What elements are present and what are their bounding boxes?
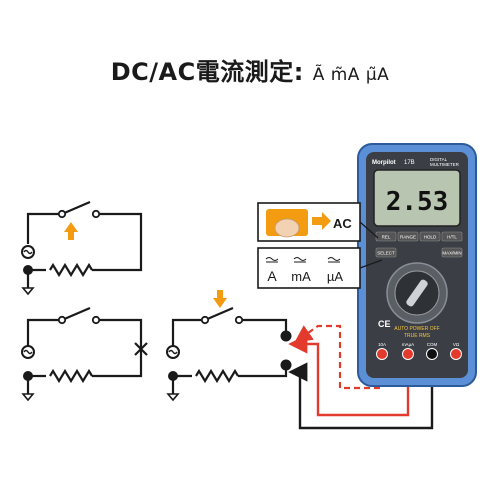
circuit-3-probe-point-bottom xyxy=(280,359,292,371)
circuit-2-wire-left xyxy=(26,318,62,346)
port-vohm-label: VΩ xyxy=(453,342,460,347)
circuit-1-ground-icon xyxy=(21,287,35,296)
circuit-1-switch-node-b xyxy=(91,209,101,219)
black-lead xyxy=(288,350,434,430)
circuit-2-switch-node-b xyxy=(91,315,101,325)
port-10a[interactable] xyxy=(376,348,388,360)
circuit-1-wire-right xyxy=(92,212,143,272)
port-vohm[interactable] xyxy=(450,348,462,360)
circuit-1-resistor xyxy=(49,262,93,278)
multimeter: Morpilot 17B DIGITAL MULTIMETER 2.53 REL… xyxy=(357,143,477,387)
circuit-3 xyxy=(171,306,288,394)
circuit-3-probe-point-top xyxy=(280,330,292,342)
circuit-1-switch-node-a xyxy=(57,209,67,219)
meter-model: 17B xyxy=(404,160,415,166)
finger-press-icon xyxy=(274,218,300,238)
meter-btn-select[interactable] xyxy=(375,247,397,258)
unit-ma-ac-wave xyxy=(293,257,307,261)
circuit-3-resistor xyxy=(195,368,239,384)
diagram-title: DC/AC電流測定: Ã m̃A µ̃A xyxy=(0,52,500,87)
callout-unit-ma: mA xyxy=(291,269,311,284)
circuit-3-wire-bottom-right xyxy=(238,366,288,378)
port-maua[interactable] xyxy=(402,348,414,360)
meter-rotary-pointer xyxy=(406,279,428,307)
meter-brand: Morpilot xyxy=(372,160,396,166)
port-com[interactable] xyxy=(426,348,438,360)
circuit-3-wire-top-right xyxy=(241,318,288,334)
callout-units: A mA µA xyxy=(257,247,383,289)
circuit-2-resistor xyxy=(49,368,93,384)
circuit-3-node xyxy=(168,371,178,381)
port-maua-label: mAµA xyxy=(402,342,414,347)
circuit-3-ground-icon xyxy=(166,393,180,402)
circuit-3-switch-node-a xyxy=(200,315,210,325)
circuit-1-up-arrow-icon xyxy=(64,222,78,240)
circuit-2-ground-icon xyxy=(21,393,35,402)
circuit-1-wire-left xyxy=(26,212,62,244)
meter-btn-maxmin-label: MAX/MIN xyxy=(442,251,461,256)
meter-btn-rel-label: REL xyxy=(382,235,391,240)
circuit-2-wire-right xyxy=(92,318,143,378)
meter-lcd xyxy=(373,169,461,227)
meter-ce-mark: CE xyxy=(378,319,391,329)
meter-btn-htl-label: H/TL xyxy=(447,235,457,240)
callout-ac-label: AC xyxy=(333,216,352,231)
right-arrow-icon xyxy=(312,212,331,230)
meter-btn-hold[interactable] xyxy=(419,231,441,242)
title-text: DC/AC電流測定: xyxy=(110,58,304,86)
circuit-2-node xyxy=(23,371,33,381)
callout-ac-leader xyxy=(359,221,379,239)
meter-btn-range[interactable] xyxy=(397,231,419,242)
unit-a-ac-wave xyxy=(265,257,279,261)
circuit-2-switch xyxy=(61,306,91,322)
circuit-1-switch-closed xyxy=(61,200,91,216)
callout-unit-ua: µA xyxy=(327,269,343,284)
meter-reading: 2.53 xyxy=(386,187,449,217)
meter-info-line2: TRUE RMS xyxy=(404,333,431,339)
meter-type-line1: DIGITAL xyxy=(430,157,448,162)
meter-btn-select-label: SELECT xyxy=(377,251,395,256)
meter-info-line1: AUTO POWER OFF xyxy=(394,326,439,332)
port-com-label: COM xyxy=(427,342,438,347)
circuit-2-break-x-icon xyxy=(134,342,148,356)
circuit-1 xyxy=(26,200,143,288)
circuit-2-switch-node-a xyxy=(57,315,67,325)
circuit-3-switch-node-b xyxy=(234,315,244,325)
meter-btn-htl[interactable] xyxy=(441,231,463,242)
meter-btn-maxmin[interactable] xyxy=(441,247,463,258)
meter-btn-range-label: RANGE xyxy=(400,235,416,240)
meter-btn-hold-label: HOLD xyxy=(424,235,437,240)
circuit-2 xyxy=(26,306,143,394)
callout-unit-a: A xyxy=(267,268,277,284)
black-test-lead xyxy=(288,350,434,430)
circuit-3-switch xyxy=(204,306,234,322)
title-unit-symbols: Ã m̃A µ̃A xyxy=(312,65,390,85)
circuit-1-node xyxy=(23,265,33,275)
unit-ua-ac-wave xyxy=(327,257,341,261)
circuit-3-down-arrow-icon xyxy=(213,290,227,308)
callout-units-leader xyxy=(359,259,383,269)
callout-ac: AC xyxy=(257,202,379,242)
callout-units-box xyxy=(257,247,361,289)
port-10a-label: 10A xyxy=(378,342,386,347)
circuit-3-wire-left xyxy=(171,318,205,346)
red-lead-solid xyxy=(288,334,410,417)
meter-type-line2: MULTIMETER xyxy=(430,162,460,167)
